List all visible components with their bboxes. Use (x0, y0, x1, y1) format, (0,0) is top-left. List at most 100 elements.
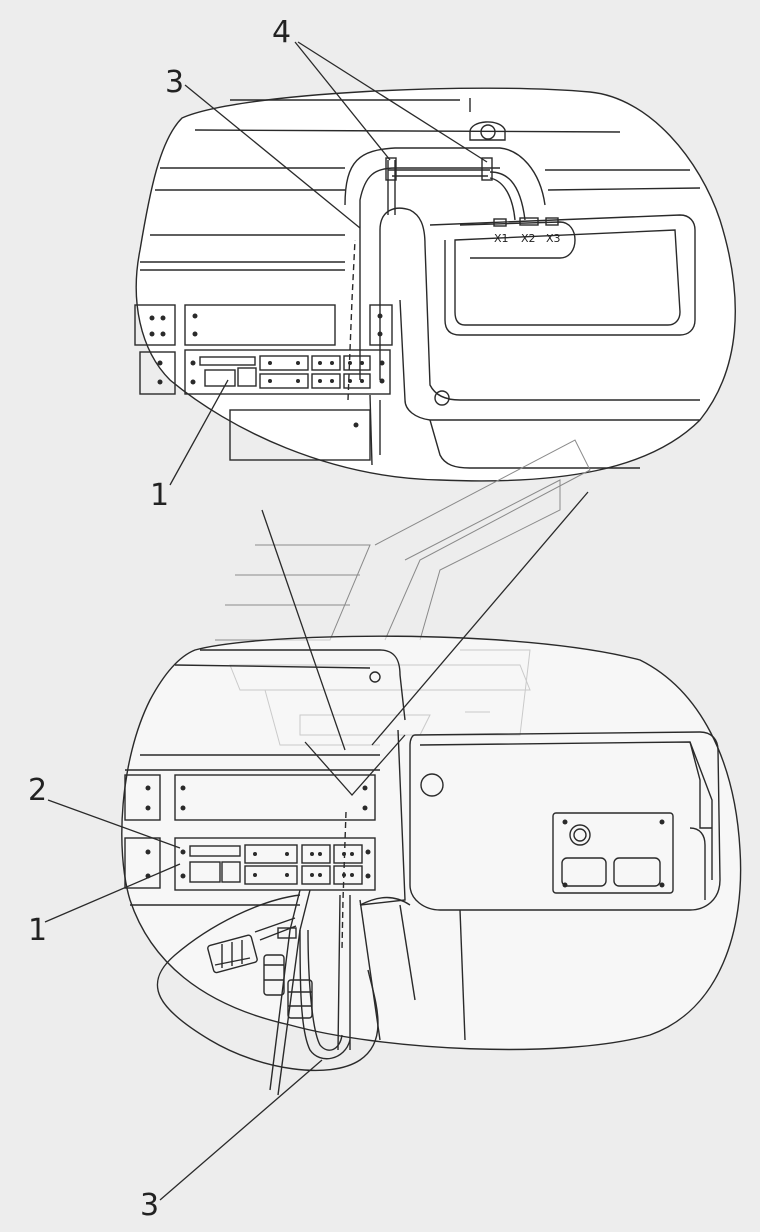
bottom-glovebox (409, 731, 721, 911)
bottom-floor-line (399, 904, 416, 1001)
bottom-switch-slot (189, 861, 221, 883)
bottom-floor-line (459, 909, 466, 1041)
top-console-frame (379, 207, 426, 380)
bottom-harness-outline (156, 894, 379, 1072)
bottom-panel-line (174, 664, 371, 669)
socket-round-inner (573, 828, 587, 842)
bottom-fuse-slot (301, 844, 331, 864)
leader-lines (44, 41, 589, 1201)
top-glovebox (454, 229, 681, 326)
callout-3-bottom: 3 (140, 1188, 159, 1223)
cable-clip-1 (385, 157, 397, 181)
top-lower-box (229, 409, 371, 461)
socket-left (561, 857, 607, 887)
harness-plug-3 (287, 979, 313, 1019)
bottom-floor-line (359, 899, 381, 1041)
bottom-glovebox (419, 741, 713, 880)
harness-plug-3-lines (288, 991, 312, 1007)
top-switch-panel (184, 349, 391, 395)
top-panel-line (547, 187, 701, 191)
bottom-lower-left-panel (124, 837, 161, 889)
socket-plate (552, 812, 674, 894)
top-fuse-slot (259, 355, 309, 371)
leader-1-bottom (44, 863, 181, 923)
callout-1-bottom: 1 (28, 913, 47, 948)
top-console-body (429, 419, 640, 469)
bottom-cable (299, 929, 351, 1060)
callout-labels: 4 3 1 2 1 3 X1 X2 X3 (28, 15, 561, 1223)
top-detail-view (134, 87, 736, 482)
connector-label-x1: X1 (494, 232, 509, 245)
bottom-fuse-slot (301, 865, 331, 885)
projection-line (304, 734, 406, 796)
socket-round (569, 824, 591, 846)
bottom-detail-view (121, 635, 742, 1096)
bottom-floor-line (359, 896, 411, 906)
bottom-display-slot (189, 845, 241, 857)
top-cable (489, 171, 526, 221)
bottom-upper-left-panel (124, 774, 161, 821)
top-console-body (399, 299, 700, 421)
projection-line (261, 509, 346, 751)
harness-plug-1 (207, 934, 258, 974)
top-switch-slot (237, 367, 257, 387)
callout-4: 4 (272, 15, 291, 50)
top-glovebox (429, 214, 696, 336)
top-detail-outline (135, 87, 736, 482)
connector-label-x2: X2 (521, 232, 536, 245)
bottom-switch-slot (221, 861, 241, 883)
cable-clip-2 (481, 157, 493, 181)
top-display-slot (199, 356, 256, 366)
connector-x2-plug (519, 217, 539, 226)
top-panel-screws (149, 313, 385, 428)
leader-1-top (169, 379, 229, 486)
cable-tie (277, 927, 297, 939)
top-hidden-cable (347, 239, 356, 401)
bottom-upper-panel (174, 774, 376, 821)
bottom-switch-panel (174, 837, 376, 891)
top-bolt (434, 390, 450, 406)
harness-plug-1-teeth (214, 940, 251, 968)
callout-2-bottom: 2 (28, 773, 47, 808)
bottom-fuse-slot (333, 865, 363, 885)
connector-label-x3: X3 (546, 232, 561, 245)
top-switch-slot (204, 369, 236, 387)
top-console-frame (344, 147, 546, 206)
projection-line (371, 491, 589, 746)
connector-block-outline (459, 221, 576, 259)
bottom-glovebox (359, 729, 406, 906)
top-console-body (369, 394, 373, 466)
socket-right (613, 857, 661, 887)
bottom-hidden-cable (341, 811, 347, 951)
bottom-glovebox (689, 827, 706, 900)
bottom-cable (307, 929, 343, 1051)
top-fuse-slot (343, 355, 371, 371)
socket-screws (562, 819, 665, 888)
bottom-glovebox (689, 741, 712, 829)
top-fuse-slot (311, 355, 341, 371)
bottom-fuse-slot (244, 844, 298, 864)
top-upper-panel (184, 304, 336, 346)
leader-3-top (184, 84, 361, 229)
callout-3-top: 3 (165, 65, 184, 100)
top-cable (387, 160, 396, 215)
top-panel-line (194, 129, 621, 133)
top-fuse-slot (259, 373, 309, 389)
bottom-fuse-slot (333, 844, 363, 864)
connector-x3-plug (545, 217, 559, 226)
top-bracket (469, 121, 506, 141)
top-lower-left-panel (139, 351, 176, 395)
top-cable (388, 169, 490, 177)
connector-x1-plug (493, 218, 507, 227)
bottom-fuse-slot (244, 865, 298, 885)
top-upper-left-panel (134, 304, 176, 346)
bottom-detail-outline (121, 635, 742, 1051)
bottom-panel-line (200, 649, 406, 721)
top-console-body (424, 244, 700, 401)
bottom-housing-knob (420, 773, 444, 797)
leader-3-bottom (159, 1059, 323, 1201)
callout-1-top: 1 (150, 478, 169, 513)
harness-plug-2 (263, 954, 285, 996)
top-fuse-slot (311, 373, 341, 389)
